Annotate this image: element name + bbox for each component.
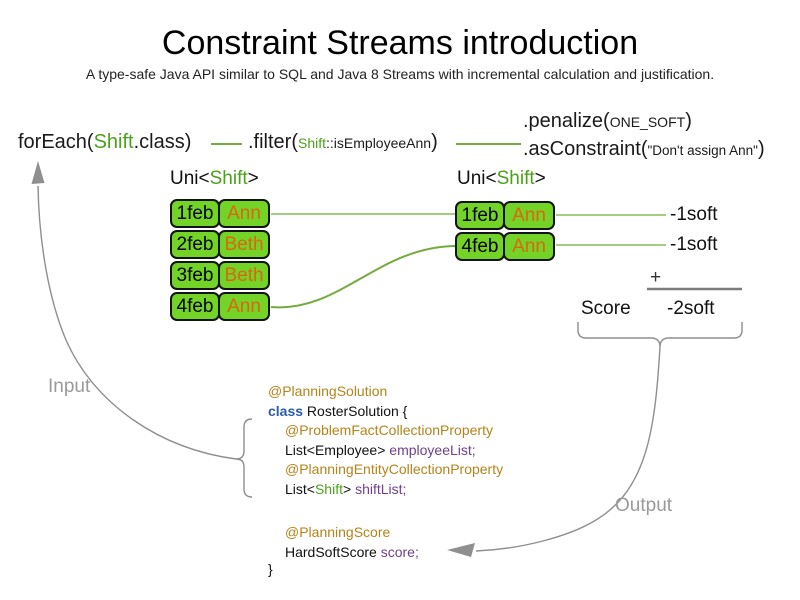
table-row: 3feb Beth [170,261,270,290]
shift-employee-cell: Ann [218,199,270,228]
shift-date-cell: 3feb [170,261,220,290]
output-label: Output [615,495,673,516]
shift-employee-cell: Beth [218,230,270,259]
shift-date-cell: 4feb [170,292,220,321]
table-row: 4feb Ann [455,232,555,261]
table-row: 4feb Ann [170,292,270,321]
page-title: Constraint Streams introduction [161,24,639,62]
page-subtitle: A type-safe Java API similar to SQL and … [85,66,715,82]
closing-brace: } [268,561,273,577]
shift-employee-cell: Ann [218,292,270,321]
right-stream-label: Uni<Shift> [457,168,546,189]
code-line: @ProblemFactCollectionProperty [285,422,493,438]
score-bracket [577,322,743,348]
code-line: @PlanningSolution [268,383,388,399]
shift-type: Shift [298,135,327,151]
table-row: 1feb Ann [170,199,270,228]
shift-type: Shift [93,131,134,153]
output-curve [475,346,661,552]
foreach-expression: forEach(Shift.class) [18,131,192,153]
shift-date-cell: 1feb [170,199,220,228]
filter-expression: .filter(Shift::isEmployeeAnn) [248,131,438,153]
penalize-expression: .penalize(ONE_SOFT) [523,110,692,132]
asconstraint-expression: .asConstraint("Don't assign Ann") [523,138,765,160]
code-line: List<Employee> employeeList; [285,441,476,458]
shift-employee-cell: Ann [503,232,555,261]
code-line: @PlanningEntityCollectionProperty [285,461,504,477]
shift-type: Shift [314,480,343,497]
penalty-value-1: -1soft [670,204,718,225]
table-row: 1feb Ann [455,201,555,230]
roster-solution-code: @PlanningSolution class RosterSolution {… [268,382,503,499]
code-line: List<Shift> shiftList; [285,480,407,497]
shift-employee-cell: Beth [218,261,270,290]
shift-date-cell: 1feb [455,201,505,230]
output-arrowhead-icon [447,543,475,557]
code-line: @PlanningScore [285,524,391,540]
code-line: class RosterSolution { [268,402,408,419]
table-row: 2feb Beth [170,230,270,259]
shift-type: Shift [496,168,535,189]
shift-date-cell: 4feb [455,232,505,261]
left-stream-label: Uni<Shift> [170,168,259,189]
score-label: Score [581,298,631,319]
input-brace [235,418,253,498]
score-total: -2soft [667,298,715,319]
penalize-block: .penalize(ONE_SOFT) .asConstraint("Don't… [523,108,765,164]
stream-link-4feb-curve [270,245,458,309]
planning-score-code: @PlanningScore HardSoftScore score; [285,523,419,562]
shift-employee-cell: Ann [503,201,555,230]
shift-date-cell: 2feb [170,230,220,259]
shift-type: Shift [209,168,248,189]
input-label: Input [48,376,91,397]
plus-sign: + [650,267,662,288]
code-line: HardSoftScore score; [285,543,419,560]
input-arrowhead-icon [31,161,45,184]
penalty-value-2: -1soft [670,234,718,255]
